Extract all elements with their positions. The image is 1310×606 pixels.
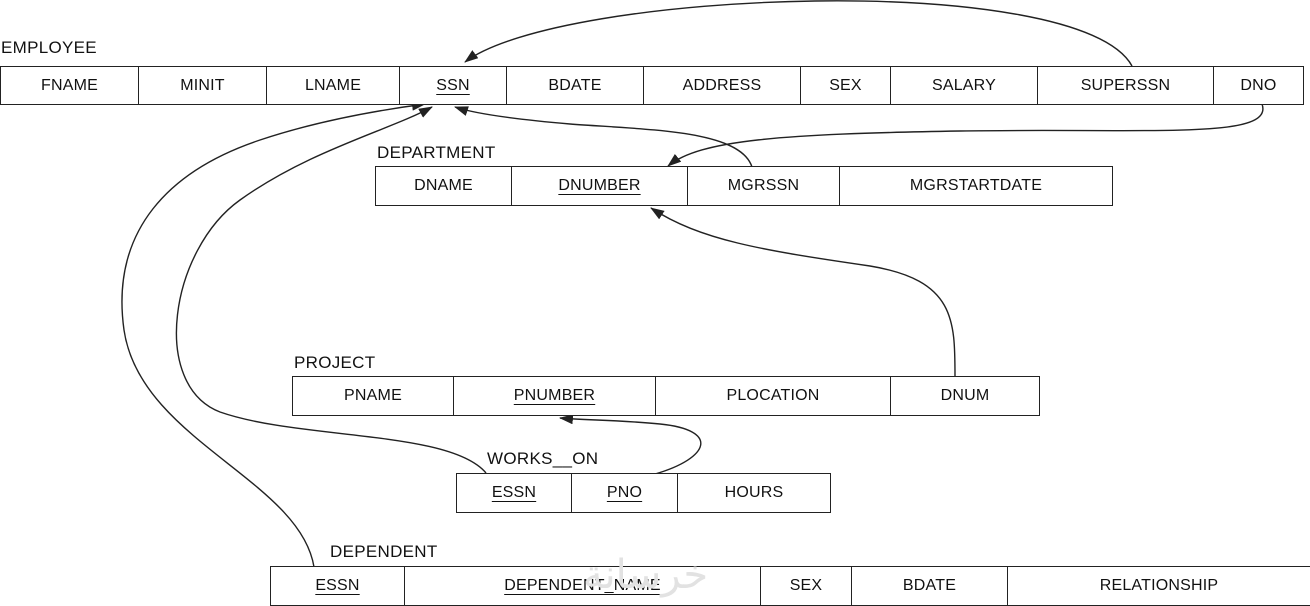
attribute-address: ADDRESS xyxy=(644,67,801,104)
arrow-dnum-to-dnumber xyxy=(650,207,956,378)
arrow-mgrssn-to-ssn xyxy=(454,106,753,168)
relation-department: DNAME DNUMBER MGRSSN MGRSTARTDATE xyxy=(375,166,1113,206)
watermark-text: خرسانة xyxy=(583,552,709,598)
attribute-superssn: SUPERSSN xyxy=(1038,67,1214,104)
attribute-hours: HOURS xyxy=(724,484,784,501)
relation-project: PNAME PNUMBER PLOCATION DNUM xyxy=(292,376,1040,416)
arrow-superssn-to-ssn xyxy=(464,0,1133,67)
attribute-plocation: PLOCATION xyxy=(656,377,891,415)
attribute-mgrssn: MGRSSN xyxy=(688,167,840,205)
attribute-pno-key: PNO xyxy=(572,474,678,512)
attribute-essn-key: ESSN xyxy=(457,474,572,512)
arrow-dependentessn-to-ssn xyxy=(121,100,426,568)
arrow-worksonessn-to-ssn xyxy=(175,106,487,474)
relation-works-on: ESSN PNO HOURS xyxy=(456,473,831,513)
attribute-dependent-essn-key: ESSN xyxy=(271,567,405,605)
arrow-dno-to-dnumber xyxy=(667,103,1264,167)
relation-title-dependent: DEPENDENT xyxy=(330,542,438,561)
attribute-dnumber-key: DNUMBER xyxy=(512,167,688,205)
attribute-dependent-name-key: DEPENDENT_NAME xyxy=(405,567,761,605)
relation-title-department: DEPARTMENT xyxy=(377,143,496,162)
attribute-dependent-sex: SEX xyxy=(761,567,852,605)
relation-title-employee: EMPLOYEE xyxy=(1,38,97,57)
relation-dependent: ESSN DEPENDENT_NAME SEX BDATE RELATIONSH… xyxy=(270,566,1310,606)
attribute-dependent-bdate: BDATE xyxy=(852,567,1008,605)
attribute-bdate: BDATE xyxy=(507,67,644,104)
attribute-dno: DNO xyxy=(1240,76,1277,94)
attribute-pname: PNAME xyxy=(293,377,454,415)
relation-employee: FNAME MINIT LNAME SSN BDATE ADDRESS SEX … xyxy=(0,66,1304,105)
attribute-mgrstartdate: MGRSTARTDATE xyxy=(909,177,1043,194)
attribute-relationship: RELATIONSHIP xyxy=(1099,577,1219,594)
attribute-dnum: DNUM xyxy=(940,387,990,404)
attribute-minit: MINIT xyxy=(139,67,267,104)
relation-title-works-on: WORKS__ON xyxy=(487,449,599,468)
arrow-pno-to-pnumber xyxy=(559,414,702,475)
attribute-pnumber-key: PNUMBER xyxy=(454,377,656,415)
attribute-fname: FNAME xyxy=(1,67,139,104)
attribute-dname: DNAME xyxy=(376,167,512,205)
attribute-sex: SEX xyxy=(801,67,891,104)
attribute-ssn-key: SSN xyxy=(400,67,507,104)
relation-title-project: PROJECT xyxy=(294,353,376,372)
attribute-lname: LNAME xyxy=(267,67,400,104)
attribute-salary: SALARY xyxy=(891,67,1038,104)
